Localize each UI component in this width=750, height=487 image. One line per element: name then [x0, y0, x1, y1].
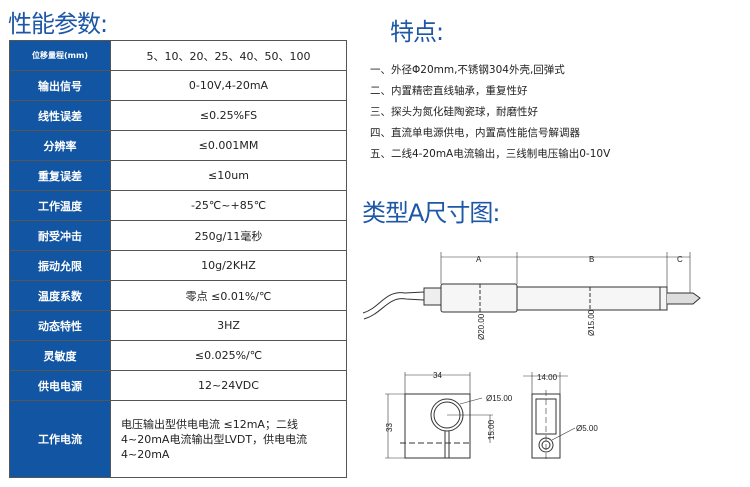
feature-item: 一、外径Φ20mm,不锈钢304外壳,回弹式: [370, 64, 565, 76]
param-label: 动态特性: [9, 310, 111, 341]
feature-item: 三、探头为氮化硅陶瓷球，耐磨性好: [370, 106, 538, 118]
param-row: 位移量程(mm)5、10、20、25、40、50、100: [9, 40, 347, 71]
mount-side-view: [523, 372, 576, 462]
feature-item: 四、直流单电源供电，内置高性能信号解调器: [370, 127, 580, 139]
param-label: 耐受冲击: [9, 220, 111, 251]
sensor-side-view: [362, 252, 701, 320]
param-value: ≤0.001MM: [110, 130, 347, 161]
param-label: 输出信号: [9, 70, 111, 101]
param-row: 线性误差≤0.25%FS: [9, 100, 347, 131]
drawing-title: 类型A尺寸图:: [362, 199, 501, 227]
dim-c: C: [677, 255, 683, 264]
features-list: 一、外径Φ20mm,不锈钢304外壳,回弹式 二、内置精密直线轴承，重复性好 三…: [370, 60, 610, 165]
param-label: 振动允限: [9, 250, 111, 281]
dim-width: 34: [433, 371, 442, 380]
param-value: 电压输出型供电电流 ≤12mA；二线4~20mA电流输出型LVDT，供电电流4~…: [110, 400, 347, 478]
param-label: 线性误差: [9, 100, 111, 131]
param-value: 250g/11毫秒: [110, 220, 347, 251]
dim-hole-dia: Ø15.00: [486, 394, 513, 403]
param-label: 位移量程(mm): [9, 40, 111, 71]
param-label: 温度系数: [9, 280, 111, 311]
dim-a: A: [476, 255, 482, 264]
params-title: 性能参数:: [8, 10, 108, 38]
dim-rod-dia: Ø15.00: [587, 309, 596, 336]
param-label: 灵敏度: [9, 340, 111, 371]
dim-side-hole: Ø5.00: [576, 424, 598, 433]
feature-item: 五、二线4-20mA电流输出，三线制电压输出0-10V: [370, 148, 611, 160]
dim-b: B: [589, 255, 594, 264]
dim-side-width: 14.00: [537, 373, 558, 382]
param-value: 10g/2KHZ: [110, 250, 347, 281]
param-row: 工作温度-25℃~+85℃: [9, 190, 347, 221]
param-value: 3HZ: [110, 310, 347, 341]
param-value: 5、10、20、25、40、50、100: [110, 40, 347, 71]
feature-item: 二、内置精密直线轴承，重复性好: [370, 85, 528, 97]
mount-front-view: [385, 372, 493, 459]
param-label: 工作电流: [9, 400, 111, 478]
param-row: 重复误差≤10um: [9, 160, 347, 191]
param-label: 工作温度: [9, 190, 111, 221]
param-value: ≤0.25%FS: [110, 100, 347, 131]
param-label: 重复误差: [9, 160, 111, 191]
dim-height: 33: [385, 423, 394, 432]
dim-body-dia: Ø20.00: [477, 313, 486, 340]
param-label: 供电电源: [9, 370, 111, 401]
param-row: 工作电流电压输出型供电电流 ≤12mA；二线4~20mA电流输出型LVDT，供电…: [9, 400, 347, 478]
features-title: 特点:: [390, 18, 444, 46]
dim-hole-offset: 15.00: [487, 419, 496, 440]
param-value: ≤10um: [110, 160, 347, 191]
